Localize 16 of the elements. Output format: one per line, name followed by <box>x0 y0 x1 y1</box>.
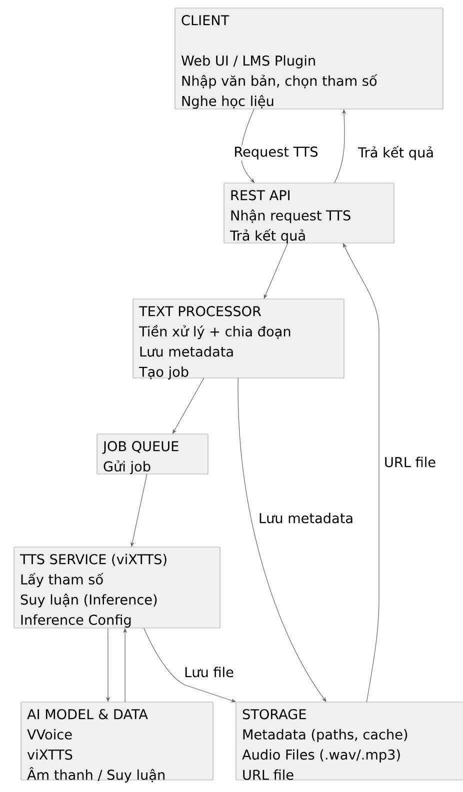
arrow <box>143 628 236 702</box>
edge-label: Lưu metadata <box>257 512 355 524</box>
process-box: REST API Nhận request TTS Trả kết quả <box>224 182 394 244</box>
process-box: JOB QUEUE Gửi job <box>96 434 208 474</box>
process-box: STORAGE Metadata (paths, cache) Audio Files (.wav/.mp3) URL file <box>236 702 463 780</box>
process-box: AI MODEL & DATA VVoice viXTTS Âm thanh / Suy luận <box>20 702 214 783</box>
edge-label: URL file <box>383 456 438 468</box>
arrow <box>264 242 288 299</box>
edge-label: Trả kết quả <box>356 144 436 162</box>
edge-label: Lưu file <box>183 666 235 678</box>
process-box: TEXT PROCESSOR Tiền xử lý + chia đoạn Lưu metadata Tạo job <box>132 298 344 380</box>
arrow <box>343 243 380 702</box>
process-box: CLIENT Web UI / LMS Plugin Nhập văn bản, chọn tham số Nghe học liệu <box>174 8 444 110</box>
arrow <box>238 378 326 702</box>
edge-label: Request TTS <box>232 146 320 160</box>
process-box: TTS SERVICE (viXTTS) Lấy tham số Suy luận (Inference) Inference Config <box>14 546 220 628</box>
